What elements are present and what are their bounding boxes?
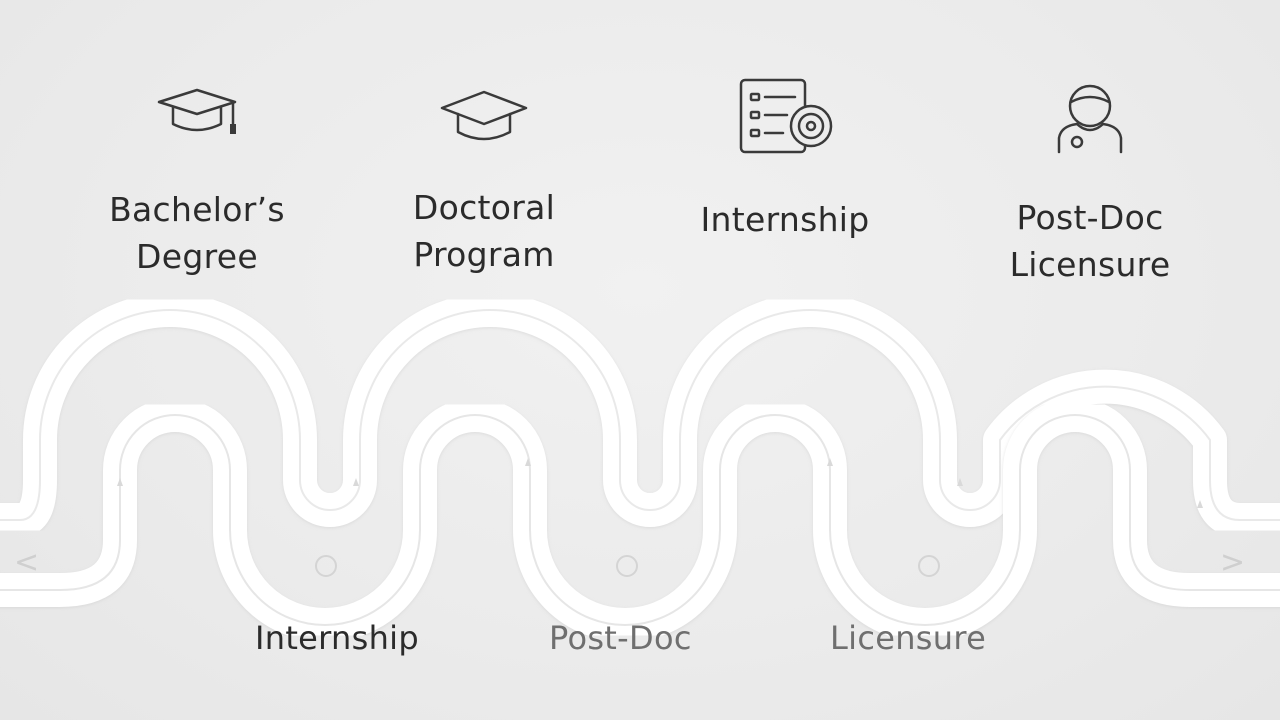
bottom-label-post-doc: Post-Doc — [549, 619, 692, 657]
direction-marker — [827, 458, 833, 466]
waypoints — [315, 555, 940, 577]
direction-marker — [525, 458, 531, 466]
waypoint-circle — [315, 555, 337, 577]
road-lower-lane — [0, 398, 1280, 642]
milestone-label-line: Program — [413, 235, 555, 274]
milestone-label-line: Post-Doc — [1016, 198, 1164, 237]
road-direction-markers — [117, 458, 1203, 508]
milestone-internship: Internship — [665, 76, 905, 243]
direction-marker — [117, 478, 123, 486]
graduation-cap-tassel-icon — [157, 88, 237, 134]
milestone-label-line: Bachelor’s — [109, 190, 285, 229]
graduation-cap-icon — [440, 90, 528, 141]
milestone-bachelors-degree: Bachelor’s Degree — [77, 86, 317, 280]
direction-marker — [1197, 500, 1203, 508]
bottom-label-internship: Internship — [255, 619, 419, 657]
document-checklist-badge-icon — [739, 78, 833, 154]
milestone-label-line: Internship — [700, 200, 870, 239]
milestone-label-line: Doctoral — [412, 188, 556, 227]
milestone-label-line: Degree — [136, 237, 258, 276]
professional-person-icon — [1057, 84, 1123, 154]
waypoint-circle — [918, 555, 940, 577]
direction-marker — [353, 478, 359, 486]
milestone-post-doc-licensure: Post-Doc Licensure — [970, 82, 1210, 288]
next-arrow-button[interactable]: > — [1220, 545, 1246, 580]
waypoint-circle — [616, 555, 638, 577]
milestone-doctoral-program: Doctoral Program — [364, 86, 604, 278]
bottom-label-licensure: Licensure — [830, 619, 987, 657]
direction-marker — [957, 478, 963, 486]
road-upper-lane — [0, 293, 1280, 537]
milestone-label-line: Licensure — [1009, 245, 1171, 284]
previous-arrow-button[interactable]: < — [14, 545, 40, 580]
